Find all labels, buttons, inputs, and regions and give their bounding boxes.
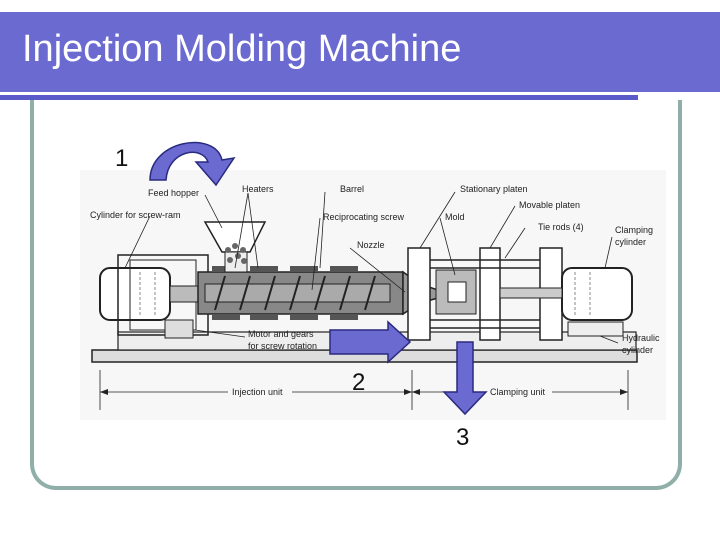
screw-flights — [214, 275, 376, 311]
label-clamping-unit: Clamping unit — [490, 387, 546, 397]
step-1-label: 1 — [115, 145, 128, 172]
clamping-cylinder — [561, 267, 633, 321]
label-clamping-cylinder-2: cylinder — [615, 237, 646, 247]
feed-hopper — [203, 221, 267, 253]
step-1-arrow — [149, 141, 236, 187]
label-hydraulic-cylinder-1: Hydraulic — [622, 333, 660, 343]
step-2-arrow — [329, 320, 412, 364]
label-cylinder-screw-ram: Cylinder for screw-ram — [90, 210, 181, 220]
ram-shaft — [169, 285, 201, 303]
movable-platen — [479, 247, 501, 341]
label-barrel: Barrel — [340, 184, 364, 194]
step-3-label: 3 — [456, 424, 469, 451]
label-heaters: Heaters — [242, 184, 274, 194]
label-injection-unit: Injection unit — [232, 387, 283, 397]
step-3-arrow — [442, 341, 488, 416]
label-mold: Mold — [445, 212, 465, 222]
label-nozzle: Nozzle — [357, 240, 385, 250]
content-frame — [30, 100, 682, 490]
label-stationary-platen: Stationary platen — [460, 184, 528, 194]
label-motor-gears-1: Motor and gears — [248, 329, 314, 339]
label-clamping-cylinder-1: Clamping — [615, 225, 653, 235]
label-hydraulic-cylinder-2: cylinder — [622, 345, 653, 355]
title-rule — [0, 95, 638, 100]
label-feed-hopper: Feed hopper — [148, 188, 199, 198]
label-reciprocating-screw: Reciprocating screw — [323, 212, 405, 222]
hydraulic-cylinder — [567, 321, 624, 337]
motor-box — [164, 319, 194, 339]
title-bar — [0, 12, 720, 92]
step-2-label: 2 — [352, 369, 365, 396]
label-movable-platen: Movable platen — [519, 200, 580, 210]
screw-ram-cylinder — [99, 267, 171, 321]
tie-rods — [430, 259, 560, 329]
page-title: Injection Molding Machine — [22, 28, 462, 70]
stationary-platen — [407, 247, 431, 341]
title-rule-highlight — [0, 92, 640, 95]
label-motor-gears-2: for screw rotation — [248, 341, 317, 351]
label-tie-rods: Tie rods (4) — [538, 222, 584, 232]
